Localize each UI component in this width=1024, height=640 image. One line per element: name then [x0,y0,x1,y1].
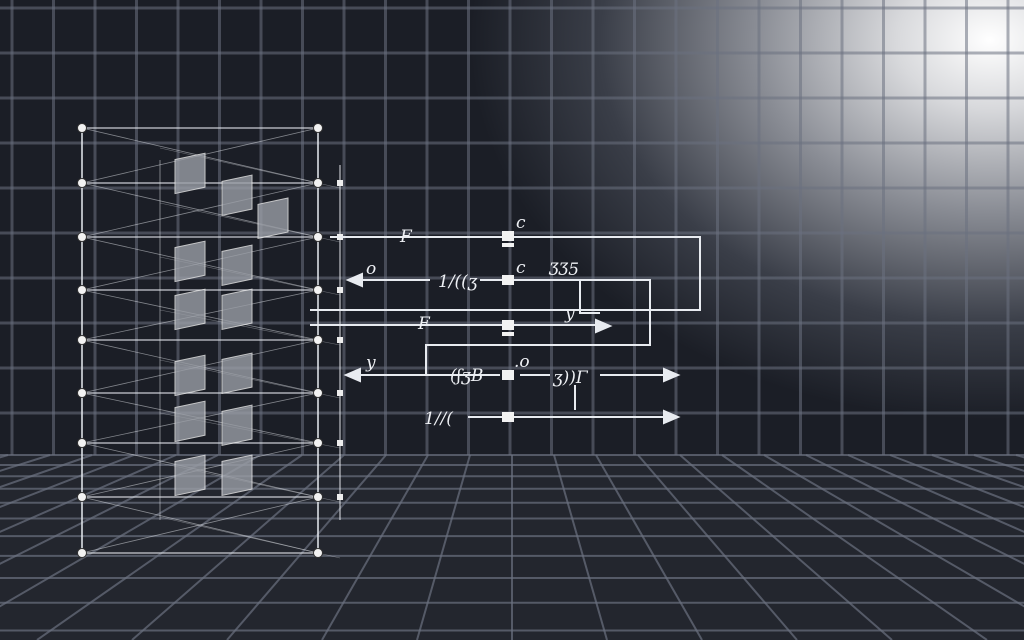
node-dot [313,438,323,448]
tower-brace [81,182,319,238]
server-block [221,404,253,447]
circuit-label: F [399,227,413,247]
node-block [502,412,514,422]
server-block [174,288,206,331]
tower-brace [159,147,341,189]
server-block [221,244,253,287]
circuit-label: y [365,353,376,373]
circuit-label: (ʃʒB [450,366,483,386]
node-dot [337,390,343,396]
server-block [221,288,253,331]
node-dot [77,548,87,558]
node-dot [313,232,323,242]
circuit-label: ƷƷ5 [548,260,579,280]
node-dot [77,492,87,502]
circuit-diagram [310,231,701,425]
node-dot [337,180,343,186]
grid-line [847,454,1024,533]
grid-line [679,454,893,640]
grid-line [0,454,135,509]
server-block [174,240,206,283]
circuit-label: 1/((ʒ [438,272,478,292]
node-block [502,320,514,330]
node-dot [313,492,323,502]
node-block [502,231,514,241]
server-block [174,454,206,497]
circuit-label: y [564,304,575,324]
grid-line [553,454,608,640]
node-dot [313,123,323,133]
node-dot [313,285,323,295]
floor-grid [0,454,1024,640]
network-tower [77,123,343,559]
node-dot [77,232,87,242]
tower-brace [81,496,319,554]
grid-line [0,454,261,608]
grid-line [889,454,1024,509]
node-dot [313,335,323,345]
arrow-right-icon [663,409,681,425]
node-dot [337,337,343,343]
server-block [174,400,206,443]
circuit-label: .o [514,352,530,372]
server-block [174,152,206,195]
circuit-label: ʒ))Γ [552,368,589,388]
grid-line [763,454,1024,608]
node-dot [337,440,343,446]
circuit-label: F [417,314,431,334]
node-dot [77,335,87,345]
node-block [502,332,514,336]
tower-brace [159,516,341,559]
server-block [174,354,206,397]
node-dot [337,287,343,293]
node-dot [337,494,343,500]
grid-line [637,454,798,640]
wire [360,279,651,376]
grid-line [595,454,703,640]
arrow-right-icon [595,318,613,334]
node-dot [77,123,87,133]
tower-brace [159,202,341,243]
arrow-left-icon [345,272,363,288]
grid-line [721,454,988,640]
circuit-label: o [366,259,376,279]
node-block [502,370,514,380]
server-block [221,352,253,395]
grid-line [321,454,429,640]
node-block [502,243,514,247]
grid-line [226,454,387,640]
grid-line [0,454,219,565]
wire [468,385,670,418]
node-dot [313,548,323,558]
grid-line [931,454,1024,489]
arrow-left-icon [343,367,361,383]
node-dot [313,388,323,398]
grid-line [416,454,471,640]
node-dot [313,178,323,188]
grid-line [131,454,345,640]
circuit-label: c [516,258,526,278]
node-dot [77,285,87,295]
grid-line [0,454,93,489]
grid-line [0,454,177,533]
arrow-right-icon [663,367,681,383]
server-block [221,454,253,497]
wall-grid [0,0,1024,455]
grid-line [805,454,1024,565]
node-dot [77,178,87,188]
wire [579,280,600,314]
node-block [502,275,514,285]
server-block [221,174,253,217]
circuit-label: 1//( [424,409,453,429]
node-dot [77,388,87,398]
circuit-label: c [516,213,526,233]
node-dot [77,438,87,448]
wire [310,236,701,311]
grid-line [36,454,303,640]
server-block [257,197,289,239]
